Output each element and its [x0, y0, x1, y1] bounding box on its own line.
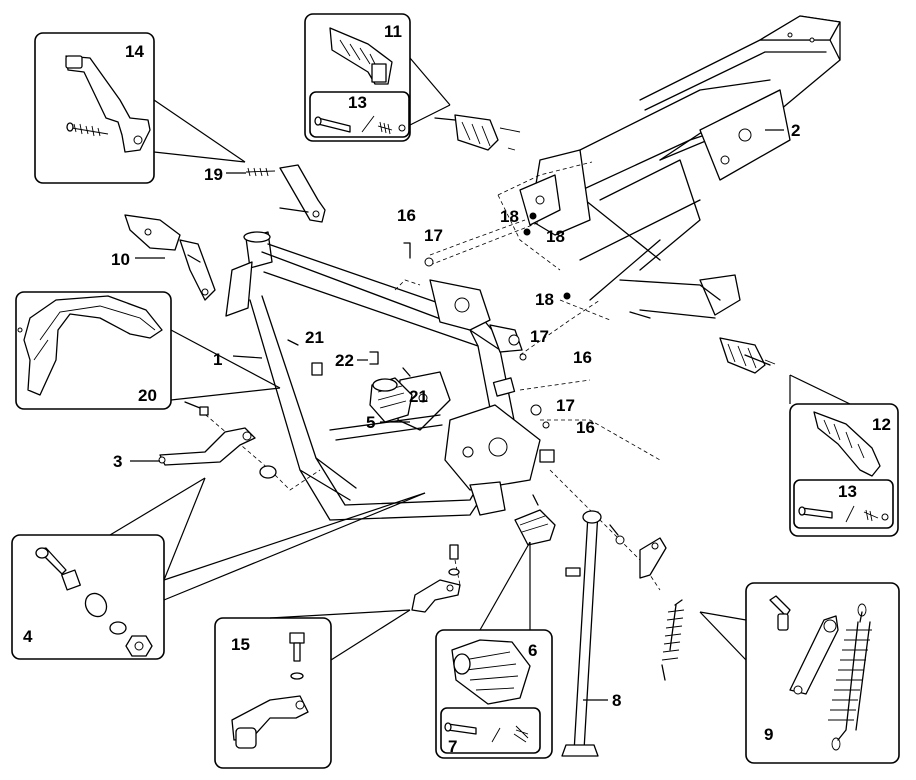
callout-21-lower: 21	[409, 387, 428, 406]
callout-3: 3	[113, 452, 122, 471]
brake-pedal	[158, 401, 277, 479]
callout-4: 4	[23, 627, 33, 646]
callout-17-low: 17	[556, 396, 575, 415]
rider-footpeg-right	[514, 494, 556, 546]
callout-13-right: 13	[838, 482, 857, 501]
assembly-lines	[199, 161, 661, 591]
callout-2: 2	[791, 121, 800, 140]
kickstart-lever-small	[245, 164, 326, 223]
callout-22: 22	[335, 351, 354, 370]
callout-16-top: 16	[397, 206, 416, 225]
callout-17-top: 17	[424, 226, 443, 245]
leader-lines	[109, 57, 851, 701]
callout-18-a: 18	[500, 207, 519, 226]
callout-5: 5	[366, 413, 375, 432]
callout-6: 6	[528, 641, 537, 660]
callout-7: 7	[448, 737, 457, 756]
callout-1: 1	[213, 350, 222, 369]
callout-21-upper: 21	[305, 328, 324, 347]
callout-9: 9	[764, 725, 773, 744]
callout-15: 15	[231, 635, 250, 654]
rear-subframe	[519, 15, 841, 319]
callout-17-mid: 17	[530, 327, 549, 346]
callout-18-b: 18	[546, 227, 565, 246]
inset-box-pedal-pivot	[11, 534, 165, 660]
callout-16-low: 16	[576, 418, 595, 437]
callout-8: 8	[612, 691, 621, 710]
side-stand	[561, 510, 685, 757]
gear-shifter-small	[411, 544, 461, 613]
callout-20: 20	[138, 386, 157, 405]
callout-labels: 1 2 3 4 5 6 7 8 9 10 11 12 13 13 14 15 1…	[23, 22, 891, 756]
callout-13-upper: 13	[348, 93, 367, 112]
hardware-small	[287, 212, 651, 429]
callout-19: 19	[204, 165, 223, 184]
callout-16-mid: 16	[573, 348, 592, 367]
inset-box-stand-spring	[745, 582, 900, 764]
main-frame	[225, 231, 555, 521]
inset-box-passenger-peg	[304, 13, 411, 142]
callout-11: 11	[384, 22, 402, 41]
inset-box-gear-shifter	[214, 617, 332, 769]
inset-box-kickstart	[34, 32, 155, 184]
passenger-peg-upper	[434, 114, 521, 151]
callout-18-c: 18	[535, 290, 554, 309]
rider-footpeg-left	[369, 377, 413, 423]
inset-box-chain-guard	[15, 291, 172, 410]
callout-12: 12	[872, 415, 891, 434]
passenger-peg-lower	[719, 337, 776, 374]
callout-14: 14	[125, 42, 144, 61]
inset-box-rear-peg	[789, 403, 899, 537]
bracket-10	[124, 214, 216, 301]
callout-10: 10	[111, 250, 130, 269]
inset-box-footpeg	[435, 629, 553, 759]
